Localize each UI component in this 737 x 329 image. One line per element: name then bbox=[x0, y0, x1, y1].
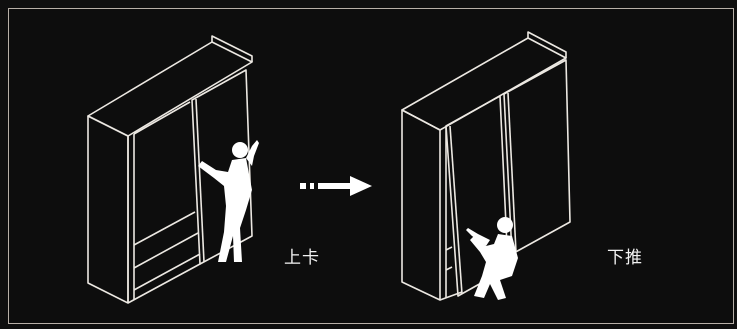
wardrobe-before bbox=[88, 36, 252, 303]
label-lift-up: 上卡 bbox=[284, 243, 320, 268]
arrow-right-icon bbox=[300, 176, 372, 196]
person-lifting-icon bbox=[198, 140, 259, 262]
label-push-down: 下推 bbox=[607, 243, 643, 268]
